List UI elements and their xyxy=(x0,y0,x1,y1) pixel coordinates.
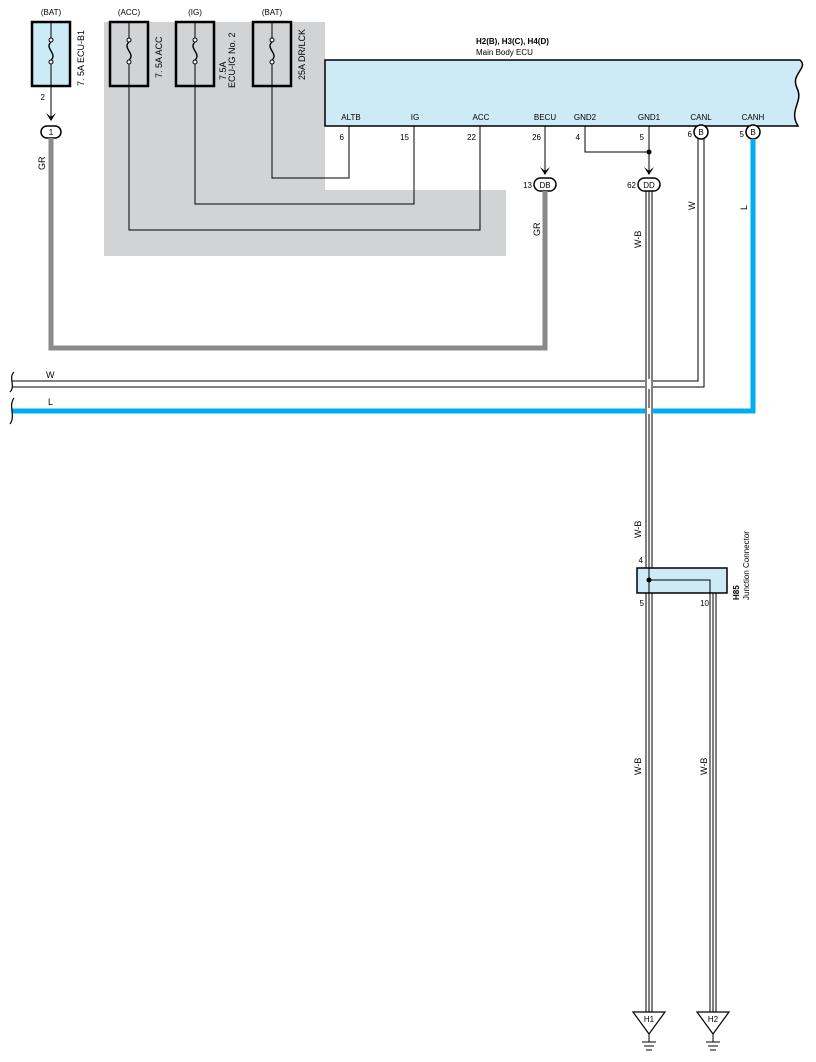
ground-h2-symbol-icon xyxy=(706,1041,720,1051)
ecu-pin-becu: 26 xyxy=(532,133,541,142)
fuse-acc-label: 7. 5A ACC xyxy=(154,36,164,78)
wire-l-canh[interactable] xyxy=(12,139,756,414)
ecu-pin-canh: 5 xyxy=(740,130,745,139)
connector-db-pin: 13 xyxy=(523,181,532,190)
connector-1-id: 1 xyxy=(49,128,54,137)
junction-pin-out-left: 5 xyxy=(640,599,645,608)
wire-l-bus-label: L xyxy=(48,397,53,407)
ecu-pin-gnd1: 5 xyxy=(640,133,645,142)
ground-h2-triangle-icon xyxy=(695,1011,731,1036)
gnd-splice-dot xyxy=(646,149,652,155)
ecu-pin-gnd2: 4 xyxy=(576,133,581,142)
ecu-terminal-gnd1: GND1 xyxy=(638,113,661,122)
fuse-ecu-ig2-supply: (IG) xyxy=(188,8,202,17)
wire-wb-top-label: W-B xyxy=(633,231,643,248)
connector-db[interactable]: DB 13 xyxy=(523,177,557,192)
wire-wb-left-bottom-label: W-B xyxy=(633,758,643,775)
fuse-to-ecu-wires xyxy=(128,86,481,231)
ground-h2[interactable]: H2 xyxy=(695,1011,731,1051)
connector-1[interactable]: 1 xyxy=(40,125,62,139)
ecu-pin-ig: 15 xyxy=(400,133,409,142)
ecu-body xyxy=(324,59,804,127)
junction-connector-h85[interactable]: 4 5 10 H85 Junction Connector xyxy=(636,531,751,608)
wire-w-canl[interactable] xyxy=(12,139,705,388)
fuse-acc-supply: (ACC) xyxy=(118,8,141,17)
fuse-dr-lck-symbol xyxy=(269,22,275,86)
fuse-ecu-b1[interactable]: (BAT) 7. 5A ECU-B1 2 xyxy=(30,8,86,102)
fuse-ecu-b1-label: 7. 5A ECU-B1 xyxy=(76,30,86,86)
connector-dd-pin: 62 xyxy=(627,181,636,190)
fuse-ecu-ig2-symbol xyxy=(192,22,198,86)
junction-splice-dot xyxy=(646,577,652,583)
ground-h1[interactable]: H1 xyxy=(631,1011,667,1051)
ecu-terminal-ig: IG xyxy=(411,113,419,122)
fuse-ecu-ig2-label-line1: 7.5A xyxy=(218,61,228,80)
connector-db-arrow-icon xyxy=(540,167,550,175)
ecu-terminal-canh: CANH xyxy=(742,113,765,122)
wire-wb-h2[interactable] xyxy=(709,593,717,1012)
junction-code: H85 xyxy=(732,585,741,600)
fuse-dr-lck-label: 25A DR/LCK xyxy=(297,29,307,80)
junction-pin-out-right: 10 xyxy=(700,599,709,608)
connector-canl-b[interactable]: B xyxy=(693,124,709,140)
gnd-internal-wires xyxy=(584,126,650,172)
fuse-ecu-b1-pin: 2 xyxy=(41,93,46,102)
connector-dd-id: DD xyxy=(643,181,655,190)
connector-canh-b[interactable]: B xyxy=(745,124,761,140)
wire-gr-right-label: GR xyxy=(532,222,542,236)
wire-wb-crossing xyxy=(645,376,653,416)
wire-wb-h1[interactable] xyxy=(645,593,653,1012)
connector-dd[interactable]: DD 62 xyxy=(627,177,661,192)
fuse-acc-symbol xyxy=(126,22,132,86)
fuse-ecu-ig2[interactable]: (IG) 7.5A ECU-IG No. 2 xyxy=(174,8,237,88)
connector-dd-arrow-icon xyxy=(644,167,654,175)
ground-h1-triangle-icon xyxy=(631,1011,667,1036)
fuse-acc[interactable]: (ACC) 7. 5A ACC xyxy=(108,8,164,88)
main-body-ecu[interactable]: H2(B), H3(C), H4(D) Main Body ECU ALTB I… xyxy=(324,37,804,127)
connector-canl-id: B xyxy=(698,128,703,137)
ecu-terminal-becu: BECU xyxy=(534,113,556,122)
ground-h1-label: H1 xyxy=(644,1015,655,1024)
ecu-subtitle: Main Body ECU xyxy=(476,48,533,57)
ecu-terminal-gnd2: GND2 xyxy=(574,113,597,122)
fuse-ecu-b1-supply: (BAT) xyxy=(41,8,62,17)
connector-1-arrow-icon xyxy=(46,113,56,121)
wire-w-vertical-label: W xyxy=(687,201,697,210)
wire-gr-left-label: GR xyxy=(37,156,47,170)
fuse-dr-lck-supply: (BAT) xyxy=(262,8,283,17)
ground-h1-symbol-icon xyxy=(642,1041,656,1051)
junction-pin-in: 4 xyxy=(639,556,644,565)
ecu-pin-canl: 6 xyxy=(688,130,693,139)
ecu-terminal-canl: CANL xyxy=(690,113,712,122)
junction-internal-bridge xyxy=(649,579,711,593)
wire-wb-mid-label: W-B xyxy=(633,521,643,538)
wire-gr[interactable] xyxy=(48,138,548,351)
fuse-ecu-ig2-label-line2: ECU-IG No. 2 xyxy=(227,32,237,88)
ecu-terminal-altb: ALTB xyxy=(341,113,360,122)
wire-w-bus-label: W xyxy=(46,370,55,380)
ecu-pin-altb: 6 xyxy=(340,133,345,142)
connector-db-id: DB xyxy=(539,181,550,190)
ecu-title: H2(B), H3(C), H4(D) xyxy=(476,37,549,46)
ecu-pin-acc: 22 xyxy=(467,133,476,142)
junction-name: Junction Connector xyxy=(742,531,751,600)
fuse-ecu-b1-symbol xyxy=(48,22,54,86)
wire-break-marks xyxy=(9,371,15,425)
connector-canh-id: B xyxy=(750,128,755,137)
ground-h2-label: H2 xyxy=(708,1015,719,1024)
wire-l-vertical-label: L xyxy=(739,205,749,210)
ecu-terminal-acc: ACC xyxy=(473,113,490,122)
wire-wb-right-bottom-label: W-B xyxy=(699,758,709,775)
fuse-dr-lck[interactable]: (BAT) 25A DR/LCK xyxy=(251,8,307,88)
